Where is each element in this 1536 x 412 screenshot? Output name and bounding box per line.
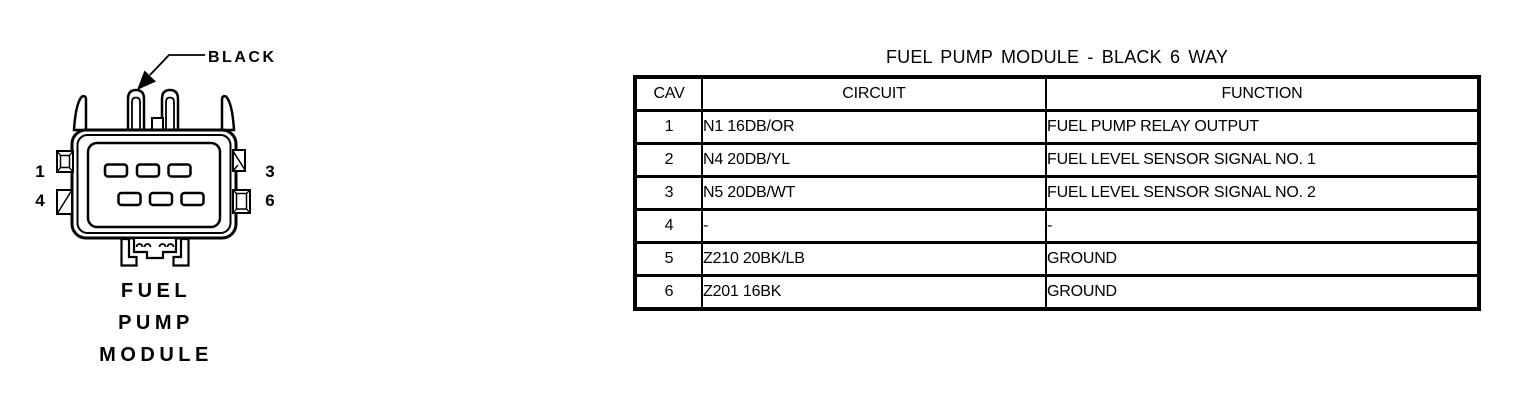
header-cav: CAV — [634, 76, 703, 112]
connector-prong-left-inner — [131, 96, 141, 130]
connector-prong-right-inner — [165, 96, 175, 130]
cell-cav: 3 — [634, 175, 703, 211]
cell-function: - — [1045, 208, 1480, 244]
connector-diagram: BLACK 1 4 3 6 FUEL PUMP MODULE — [35, 49, 277, 366]
callout-leader-line — [149, 54, 205, 76]
table-title: FUEL PUMP MODULE - BLACK 6 WAY — [885, 47, 1229, 67]
cell-circuit: N4 20DB/YL — [701, 142, 1047, 178]
cell-cav: 5 — [634, 241, 703, 277]
table-row: 6 Z201 16BK GROUND — [634, 274, 1480, 311]
header-function: FUNCTION — [1045, 76, 1480, 112]
cell-function: GROUND — [1045, 274, 1480, 311]
latch-right-bottom — [232, 189, 251, 214]
connector-bottom-key — [120, 237, 190, 267]
table-row: 2 N4 20DB/YL FUEL LEVEL SENSOR SIGNAL NO… — [634, 142, 1480, 178]
terminal-slot-5 — [148, 191, 174, 207]
connector-prong-right — [160, 88, 180, 132]
connector-prong-left — [126, 88, 146, 132]
cell-cav: 4 — [634, 208, 703, 244]
latch-left-top — [56, 150, 74, 173]
connector-color-label: BLACK — [208, 49, 277, 66]
connector-caption-line-3: MODULE — [99, 344, 213, 366]
cell-function: FUEL LEVEL SENSOR SIGNAL NO. 1 — [1045, 142, 1480, 178]
cell-cav: 2 — [634, 142, 703, 178]
terminal-slot-6 — [180, 191, 205, 207]
connector-wing-left — [72, 94, 88, 132]
table-header-row: CAV CIRCUIT FUNCTION — [634, 76, 1480, 112]
cell-circuit: N1 16DB/OR — [701, 109, 1047, 145]
connector-caption-line-2: PUMP — [118, 312, 194, 334]
table-row: 4 - - — [634, 208, 1480, 244]
connector-caption-line-1: FUEL — [121, 280, 191, 302]
latch-right-top — [232, 149, 246, 172]
cell-function: GROUND — [1045, 241, 1480, 277]
connector-body-face — [86, 141, 222, 229]
pin-label-3: 3 — [265, 162, 274, 181]
terminal-slot-3 — [167, 163, 192, 178]
terminal-slot-2 — [135, 163, 161, 178]
connector-wing-right — [220, 94, 236, 132]
terminal-slot-4 — [117, 191, 142, 207]
cell-cav: 1 — [634, 109, 703, 145]
cell-circuit: Z210 20BK/LB — [701, 241, 1047, 277]
table-row: 3 N5 20DB/WT FUEL LEVEL SENSOR SIGNAL NO… — [634, 175, 1480, 211]
cell-circuit: - — [701, 208, 1047, 244]
cell-circuit: Z201 16BK — [701, 274, 1047, 311]
header-circuit: CIRCUIT — [701, 76, 1047, 112]
pinout-table: CAV CIRCUIT FUNCTION 1 N1 16DB/OR FUEL P… — [633, 75, 1481, 311]
callout-arrowhead-icon — [137, 70, 156, 90]
terminal-slot-1 — [103, 163, 129, 178]
connector-body-middle — [76, 134, 232, 234]
table-row: 1 N1 16DB/OR FUEL PUMP RELAY OUTPUT — [634, 109, 1480, 145]
cell-circuit: N5 20DB/WT — [701, 175, 1047, 211]
cell-cav: 6 — [634, 274, 703, 311]
latch-left-bottom — [56, 189, 73, 215]
connector-body-outer — [70, 128, 238, 240]
table-row: 5 Z210 20BK/LB GROUND — [634, 241, 1480, 277]
cell-function: FUEL PUMP RELAY OUTPUT — [1045, 109, 1480, 145]
connector-prong-step — [151, 117, 164, 130]
pin-label-6: 6 — [265, 191, 274, 210]
cell-function: FUEL LEVEL SENSOR SIGNAL NO. 2 — [1045, 175, 1480, 211]
pin-label-4: 4 — [35, 191, 45, 210]
pin-label-1: 1 — [35, 162, 44, 181]
